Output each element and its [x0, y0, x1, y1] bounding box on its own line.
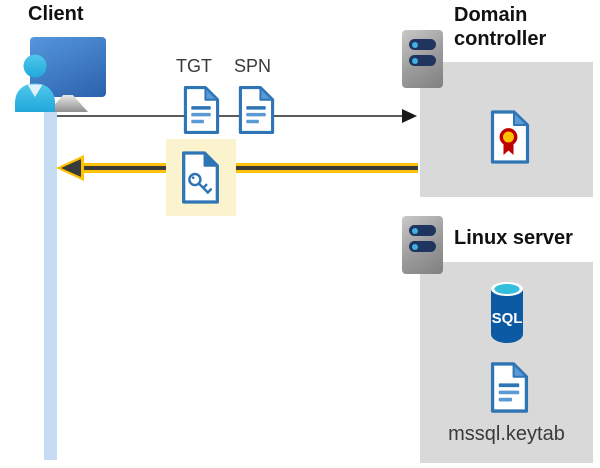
- spn-document-icon: [238, 86, 275, 134]
- domain-controller-server-icon: [402, 30, 443, 88]
- request-arrow-line: [57, 115, 403, 117]
- tgt-document-icon: [183, 86, 220, 134]
- response-arrow-line: [74, 163, 418, 173]
- certificate-icon: [490, 110, 530, 164]
- client-timeline-bar: [44, 108, 57, 460]
- sql-label: SQL: [492, 310, 523, 327]
- tgt-label: TGT: [176, 56, 212, 76]
- server-led-bar: [409, 225, 436, 236]
- server-led-dot: [412, 243, 418, 250]
- spn-label: SPN: [234, 56, 272, 76]
- response-arrow-head-inner-icon: [61, 159, 81, 177]
- linux-server-server-icon: [402, 216, 443, 274]
- keytab-document-icon: [490, 362, 529, 413]
- server-led-dot: [412, 41, 418, 48]
- server-led-bar: [409, 241, 436, 252]
- request-arrow-head-icon: [402, 109, 417, 123]
- server-led-bar: [409, 55, 436, 66]
- person-icon: [15, 54, 55, 112]
- client-label: Client: [28, 3, 84, 25]
- server-led-dot: [412, 57, 418, 64]
- keytab-label: mssql.keytab: [448, 423, 565, 445]
- key-document-icon: [182, 151, 219, 204]
- linux-server-label: Linux server: [454, 227, 573, 249]
- sql-database-icon: SQL: [491, 282, 523, 343]
- server-led-bar: [409, 39, 436, 50]
- domain-controller-label: Domain controller: [454, 4, 547, 50]
- server-led-dot: [412, 227, 418, 234]
